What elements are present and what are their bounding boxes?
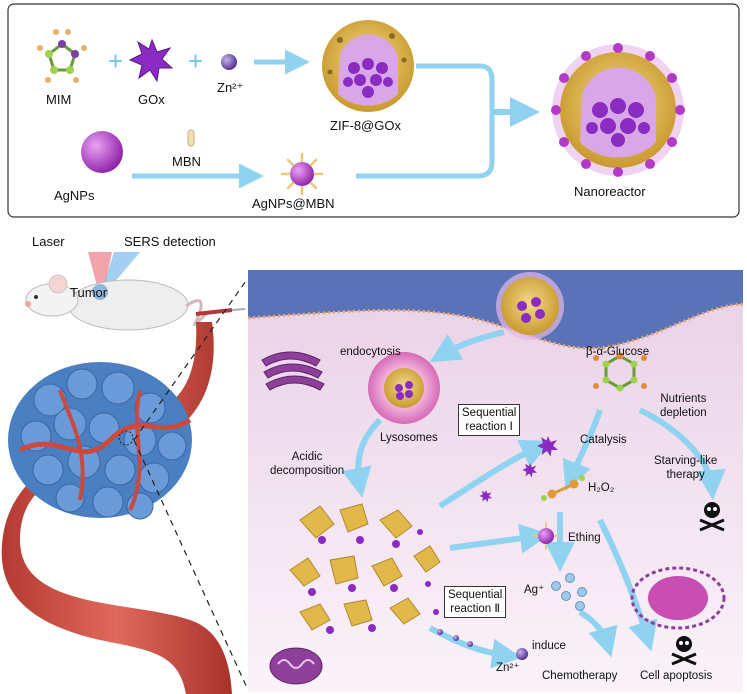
sequential-reaction-1-box: Sequential reaction Ⅰ [458, 404, 521, 436]
mitochondrion-icon [269, 647, 323, 685]
beta-glucose-label: β-α-Glucose [586, 346, 650, 358]
glucose-molecule-icon [593, 352, 647, 392]
arrow-to-chemotherapy [578, 609, 618, 658]
tumor-label: Tumor [70, 285, 108, 300]
catalysis-label: Catalysis [580, 434, 627, 446]
induce-label: induce [532, 640, 566, 652]
lysosomes-label: Lysosomes [380, 432, 438, 444]
arrow-starving [638, 407, 726, 500]
zn-label: Zn²⁺ [217, 80, 244, 95]
mim-molecule-icon [37, 29, 87, 83]
zn-ion-cell-icon [516, 648, 528, 660]
gox-label: GOx [138, 92, 165, 107]
lysosome-icon [368, 352, 440, 424]
zoom-line-bottom [133, 439, 249, 691]
cell-apoptosis-label: Cell apoptosis [640, 670, 713, 682]
nutrients-depletion-label: Nutrients depletion [660, 393, 707, 419]
syringe-icon [195, 308, 246, 316]
mbn-molecule-icon [187, 129, 195, 147]
mbn-label: MBN [172, 154, 201, 169]
nucleus-icon [630, 566, 726, 630]
arrow-catalysis [562, 409, 603, 492]
tumor-mass-icon [8, 362, 192, 520]
cell-interior-background [248, 270, 743, 692]
skull-icon-starving [699, 502, 725, 532]
acidic-decomposition-label: Acidic decomposition [270, 451, 345, 477]
starving-therapy-label: Starving-like therapy [654, 455, 718, 481]
arrow-to-agnp [449, 523, 550, 554]
laser-label: Laser [32, 234, 65, 249]
arrow-endocytosis [429, 329, 505, 363]
cell-membrane-icon [248, 270, 743, 349]
chemotherapy-label: Chemotherapy [542, 670, 618, 682]
decomposed-fragments-icon [289, 503, 473, 647]
zn-ion-icon [221, 54, 237, 70]
golgi-apparatus-icon [261, 351, 325, 391]
nanoreactor-label: Nanoreactor [574, 184, 646, 199]
ag-ion-label: Ag⁺ [524, 584, 545, 596]
h2o2-molecule-icon [541, 475, 585, 501]
gox-enzyme-scatter [479, 436, 558, 503]
agnps-particle-icon [81, 131, 123, 173]
endocytosis-label: endocytosis [340, 346, 401, 358]
arrow-to-gox [438, 440, 551, 509]
ething-label: Ething [568, 532, 601, 544]
skull-icon-apoptosis [671, 636, 697, 666]
ag-ion-cluster-icon [551, 573, 587, 611]
zn-ion-label: Zn²⁺ [496, 662, 520, 674]
zif8-gox-particle-icon [322, 20, 414, 112]
gox-enzyme-icon [128, 38, 174, 83]
arrow-to-apoptosis [597, 518, 658, 652]
agnps-label: AgNPs [54, 188, 95, 203]
sequential-reaction-2-box: Sequential reaction Ⅱ [444, 586, 507, 618]
arrow-acidic-decomposition [341, 417, 383, 498]
nanoreactor-particle-icon [551, 43, 685, 177]
agnps-mbn-particle-icon [280, 152, 324, 196]
zif8-gox-label: ZIF-8@GOx [330, 118, 401, 133]
tumor-site-icon [92, 284, 108, 300]
agnp-cell-icon [532, 522, 560, 550]
mouse-icon [25, 274, 210, 331]
plus-sign-2: + [188, 46, 203, 76]
merge-line [356, 63, 495, 179]
zoom-line-top [133, 277, 249, 441]
plus-sign-1: + [108, 46, 123, 76]
mim-label: MIM [46, 92, 72, 107]
sers-detection-label: SERS detection [124, 234, 216, 249]
agnps-mbn-label: AgNPs@MBN [252, 196, 335, 211]
nanoreactor-endocytosis-icon [496, 272, 564, 340]
h2o2-label: H₂O₂ [588, 482, 615, 494]
